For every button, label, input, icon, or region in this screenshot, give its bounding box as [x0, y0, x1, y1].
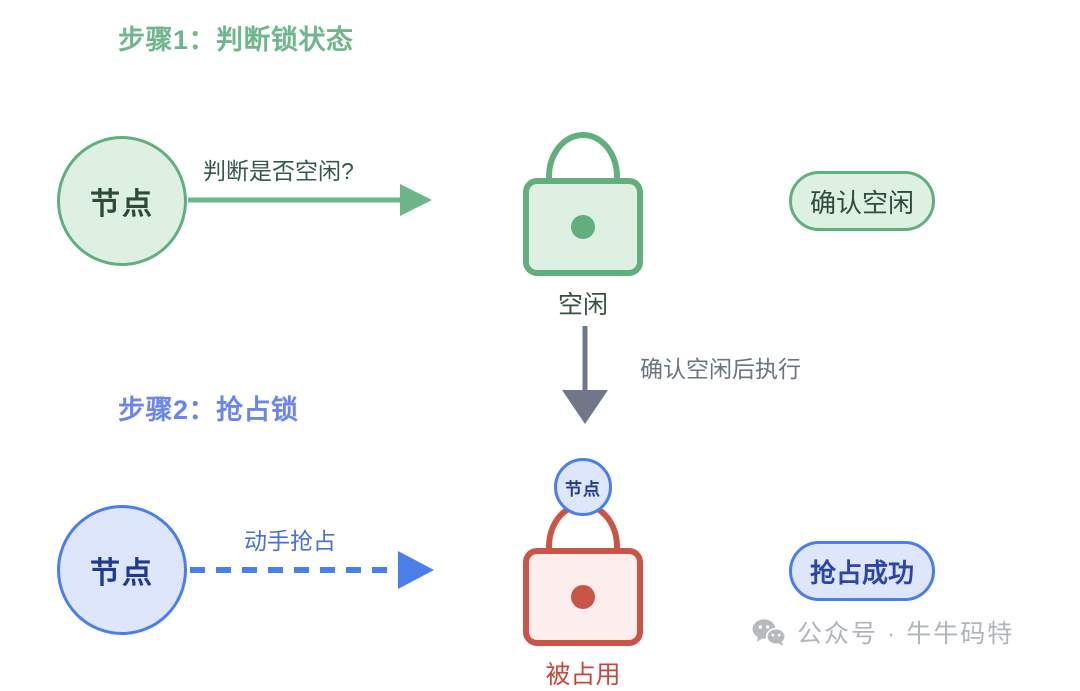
arrow-check-idle [188, 184, 432, 216]
result-pill-preempt-success-label: 抢占成功 [809, 557, 914, 588]
step1-title: 步骤1：判断锁状态 [118, 25, 354, 55]
lock-idle-caption: 空闲 [557, 291, 608, 319]
lock-held-body-icon [523, 548, 643, 646]
result-pill-preempt-success: 抢占成功 [789, 541, 935, 601]
arrow-after-idle [562, 326, 608, 424]
arrow-preempt [190, 551, 434, 589]
lock-idle-shackle-icon [523, 132, 643, 206]
wechat-icon [752, 619, 786, 646]
lock-idle-body-icon [523, 178, 643, 276]
arrow-label-preempt: 动手抢占 [244, 528, 336, 554]
step2-title: 步骤2：抢占锁 [118, 395, 299, 425]
lock-idle: 空闲 [523, 132, 643, 321]
node-circle-blue-label: 节点 [90, 557, 154, 590]
lock-idle-keyhole-icon [571, 215, 595, 239]
node-circle-blue: 节点 [57, 505, 187, 635]
node-badge-on-lock: 节点 [554, 458, 612, 516]
arrow-label-after-idle: 确认空闲后执行 [640, 356, 801, 382]
lock-held: 被占用 [523, 502, 643, 691]
node-circle-green: 节点 [57, 136, 187, 266]
node-circle-green-label: 节点 [90, 188, 154, 221]
lock-held-keyhole-icon [571, 585, 595, 609]
arrow-label-check-idle: 判断是否空闲? [203, 158, 354, 184]
result-pill-confirm-idle: 确认空闲 [789, 171, 935, 231]
node-badge-label: 节点 [565, 479, 601, 499]
watermark: 公众号 · 牛牛码特 [752, 614, 1014, 650]
result-pill-confirm-idle-label: 确认空闲 [809, 187, 914, 218]
lock-held-caption: 被占用 [545, 661, 621, 689]
watermark-text: 公众号 · 牛牛码特 [797, 620, 1015, 648]
